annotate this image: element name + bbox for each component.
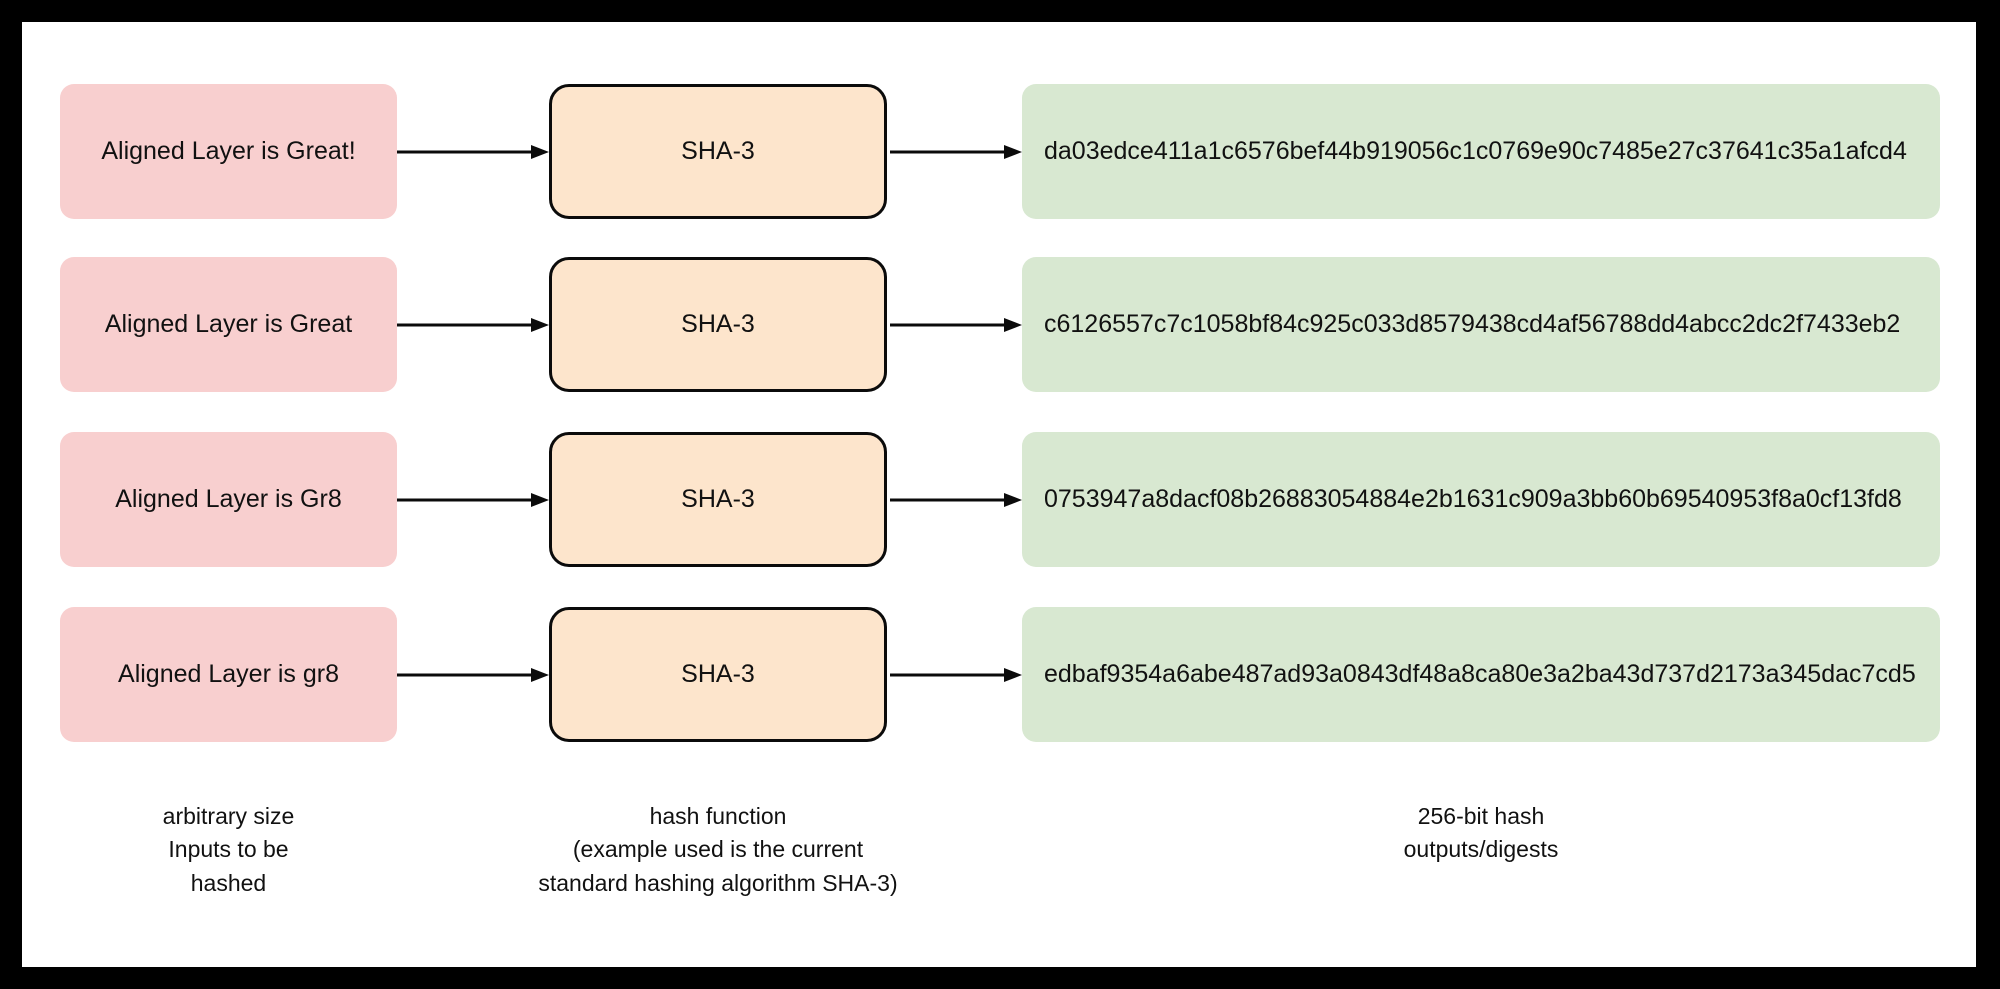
arrow-input-to-hash — [397, 667, 549, 683]
output-node: edbaf9354a6abe487ad93a0843df48a8ca80e3a2… — [1022, 607, 1940, 742]
hash-function-diagram: Aligned Layer is Great! SHA-3 da03edce41… — [22, 22, 1976, 967]
arrow-hash-to-output — [890, 492, 1022, 508]
hash-function-node: SHA-3 — [549, 84, 887, 219]
input-node: Aligned Layer is gr8 — [60, 607, 397, 742]
caption-outputs: 256-bit hash outputs/digests — [1403, 803, 1559, 863]
arrow-input-to-hash — [397, 317, 549, 333]
input-node: Aligned Layer is Gr8 — [60, 432, 397, 567]
input-node: Aligned Layer is Great — [60, 257, 397, 392]
arrow-hash-to-output — [890, 667, 1022, 683]
hash-function-node: SHA-3 — [549, 607, 887, 742]
caption-hash-function: hash function (example used is the curre… — [538, 803, 898, 896]
hash-row: Aligned Layer is Great SHA-3 c6126557c7c… — [22, 257, 1976, 392]
arrow-input-to-hash — [397, 144, 549, 160]
output-node: 0753947a8dacf08b26883054884e2b1631c909a3… — [1022, 432, 1940, 567]
diagram-canvas: Aligned Layer is Great! SHA-3 da03edce41… — [22, 22, 1976, 967]
hash-function-node: SHA-3 — [549, 257, 887, 392]
hash-row: Aligned Layer is Great! SHA-3 da03edce41… — [22, 84, 1976, 219]
output-node: c6126557c7c1058bf84c925c033d8579438cd4af… — [1022, 257, 1940, 392]
arrow-input-to-hash — [397, 492, 549, 508]
hash-row: Aligned Layer is gr8 SHA-3 edbaf9354a6ab… — [22, 607, 1976, 742]
input-node: Aligned Layer is Great! — [60, 84, 397, 219]
caption-inputs: arbitrary size Inputs to be hashed — [162, 803, 295, 896]
arrow-hash-to-output — [890, 317, 1022, 333]
hash-function-node: SHA-3 — [549, 432, 887, 567]
output-node: da03edce411a1c6576bef44b919056c1c0769e90… — [1022, 84, 1940, 219]
arrow-hash-to-output — [890, 144, 1022, 160]
hash-row: Aligned Layer is Gr8 SHA-3 0753947a8dacf… — [22, 432, 1976, 567]
